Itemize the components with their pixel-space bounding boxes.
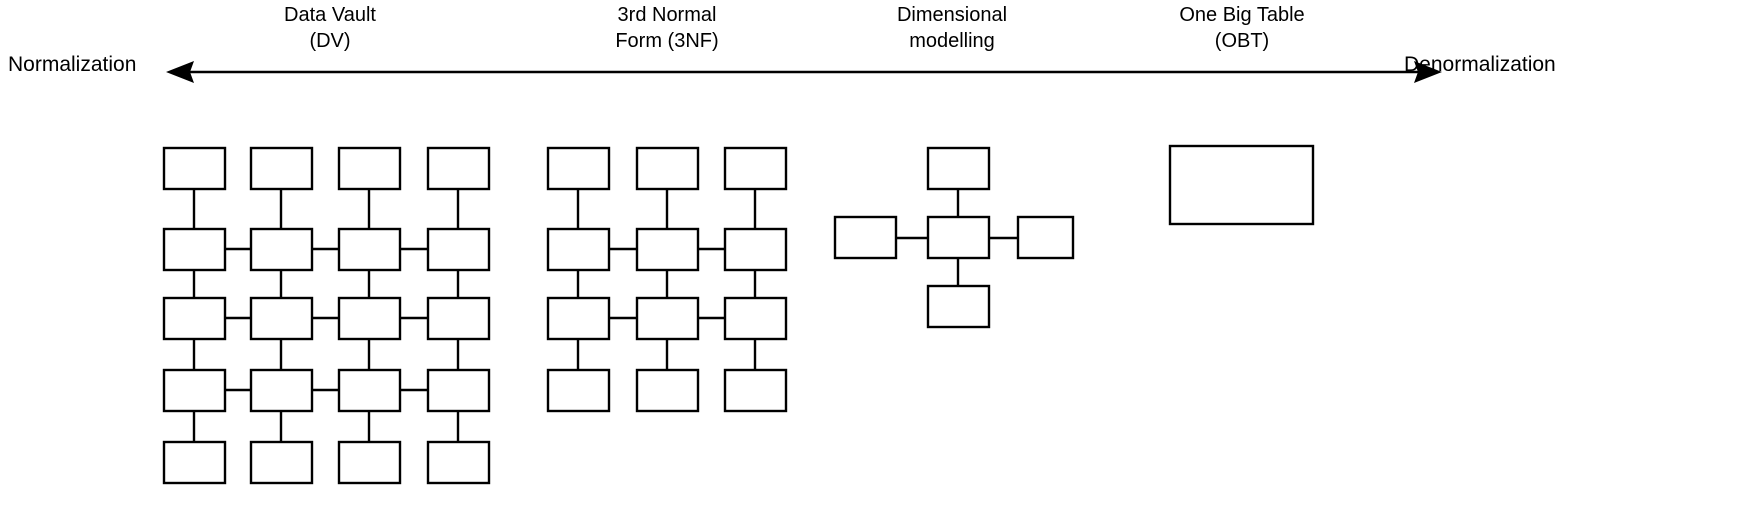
- stage-label-line1: Dimensional: [896, 4, 1008, 26]
- entity-box: [723, 368, 788, 413]
- entity-box: [249, 440, 314, 485]
- stage-label-one-big-table: One Big Table (OBT): [1142, 2, 1342, 54]
- entity-box: [546, 368, 611, 413]
- stage-label-third-normal-form: 3rd Normal Form (3NF): [567, 2, 767, 54]
- stage-label-data-vault: Data Vault (DV): [230, 2, 430, 54]
- entity-box: [426, 296, 491, 341]
- entity-box: [426, 440, 491, 485]
- one-big-table-box: [1168, 144, 1315, 226]
- stage-label-line2: (DV): [309, 30, 351, 52]
- arrow-right-icon: [1414, 61, 1442, 83]
- dimension-box-left: [833, 215, 898, 260]
- entity-box: [162, 368, 227, 413]
- stage-label-dimensional-modelling: Dimensional modelling: [852, 2, 1052, 54]
- schema-data-vault: [162, 146, 491, 485]
- entity-box: [635, 227, 700, 272]
- entity-box: [635, 296, 700, 341]
- entity-box: [723, 146, 788, 191]
- entity-box: [337, 368, 402, 413]
- dimension-box-bottom: [926, 284, 991, 329]
- stage-label-line1: Data Vault: [284, 4, 376, 26]
- entity-box: [337, 296, 402, 341]
- entity-box: [249, 146, 314, 191]
- entity-box: [635, 146, 700, 191]
- entity-box: [723, 296, 788, 341]
- axis-label-denormalization: Denormalization: [1404, 53, 1556, 76]
- entity-box: [337, 227, 402, 272]
- entity-box: [635, 368, 700, 413]
- stage-label-line2: Form (3NF): [615, 30, 719, 52]
- entity-box: [546, 146, 611, 191]
- entity-box: [249, 296, 314, 341]
- entity-box: [337, 440, 402, 485]
- entity-box: [162, 296, 227, 341]
- entity-box: [249, 368, 314, 413]
- dimension-box-right: [1016, 215, 1075, 260]
- schema-dimensional-modelling: [833, 146, 1075, 329]
- entity-box: [426, 146, 491, 191]
- entity-box: [162, 440, 227, 485]
- entity-box: [162, 146, 227, 191]
- entity-box: [426, 368, 491, 413]
- dimension-box-top: [926, 146, 991, 191]
- stage-label-line2: modelling: [909, 30, 995, 52]
- entity-box: [249, 227, 314, 272]
- entity-box: [337, 146, 402, 191]
- entity-box: [426, 227, 491, 272]
- entity-box: [723, 227, 788, 272]
- stage-label-line1: One Big Table: [1179, 4, 1305, 26]
- schema-third-normal-form: [546, 146, 788, 413]
- arrow-left-icon: [166, 61, 194, 83]
- stage-label-line2: (OBT): [1214, 30, 1270, 52]
- fact-box-center: [926, 215, 991, 260]
- schema-one-big-table: [1168, 144, 1315, 226]
- entity-box: [546, 296, 611, 341]
- entity-box: [162, 227, 227, 272]
- entity-box: [546, 227, 611, 272]
- axis-label-normalization: Normalization: [8, 53, 137, 76]
- stage-label-line1: 3rd Normal: [617, 4, 717, 26]
